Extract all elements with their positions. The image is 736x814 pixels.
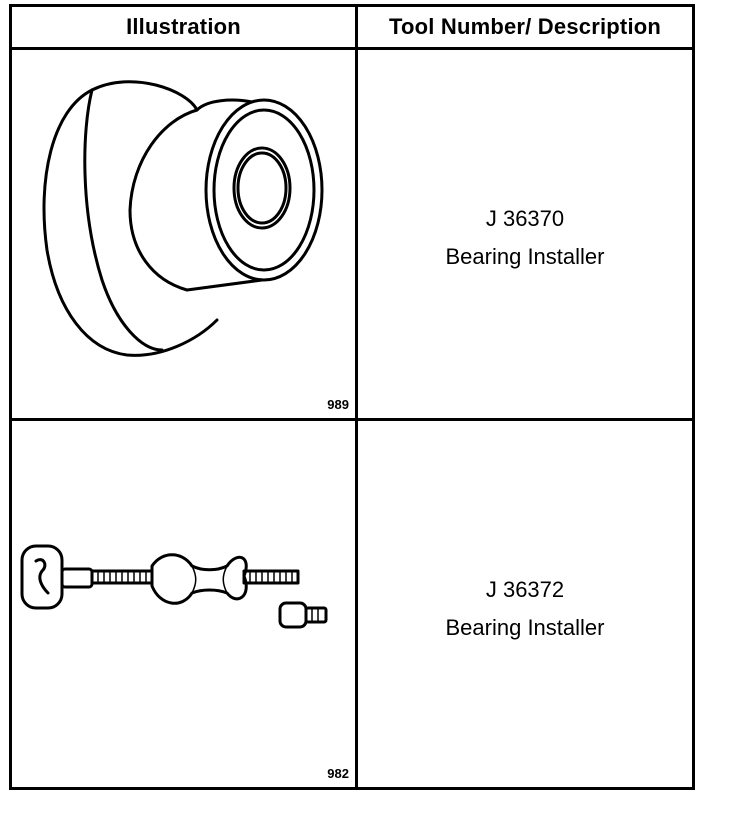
tool-description: Bearing Installer (445, 244, 605, 269)
bearing-installer-cup-icon (42, 80, 324, 357)
header-tool-description: Tool Number/ Description (388, 14, 662, 39)
row-1-illustration-cell: 989 (12, 50, 355, 418)
header-divider (12, 47, 692, 50)
figure-number-982: 982 (327, 766, 349, 781)
figure-number-989: 989 (327, 397, 349, 412)
tool-table: Illustration Tool Number/ Description 98… (9, 4, 695, 790)
column-divider (355, 7, 358, 787)
tool-number: J 36370 (485, 206, 565, 231)
row-2-illustration-cell: 982 (12, 421, 355, 787)
row-2-description-cell: J 36372 Bearing Installer (358, 421, 692, 787)
tool-number: J 36372 (485, 577, 565, 602)
header-illustration: Illustration (126, 14, 241, 39)
tool-description: Bearing Installer (445, 615, 605, 640)
row-1-description-cell: J 36370 Bearing Installer (358, 50, 692, 418)
row-divider (12, 418, 692, 421)
bearing-installer-handle-icon (20, 544, 328, 629)
